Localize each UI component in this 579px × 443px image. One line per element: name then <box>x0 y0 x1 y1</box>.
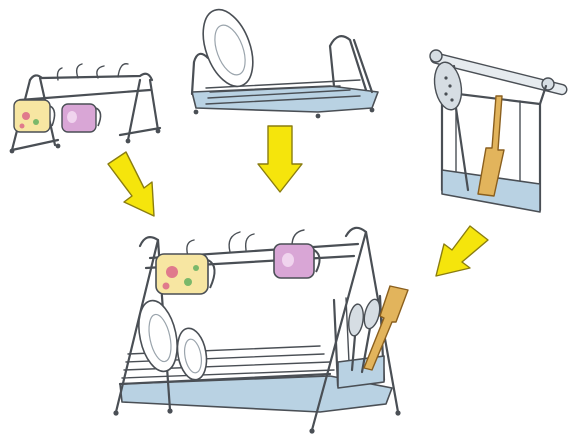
utensil-basket <box>334 286 408 388</box>
arrow-right <box>436 226 488 276</box>
floral-mug <box>14 100 55 132</box>
mug-rack-small <box>10 64 161 154</box>
floral-mug-large <box>156 254 215 294</box>
arrow-center <box>258 126 302 192</box>
plate <box>194 3 263 93</box>
plate-small <box>174 326 211 382</box>
rail-utensil-holder <box>430 50 568 212</box>
lilac-mug-large <box>274 244 320 278</box>
lilac-mug <box>62 104 101 132</box>
arrow-left <box>108 152 154 216</box>
combined-rack <box>113 228 408 434</box>
plate-rack-small <box>192 3 378 119</box>
